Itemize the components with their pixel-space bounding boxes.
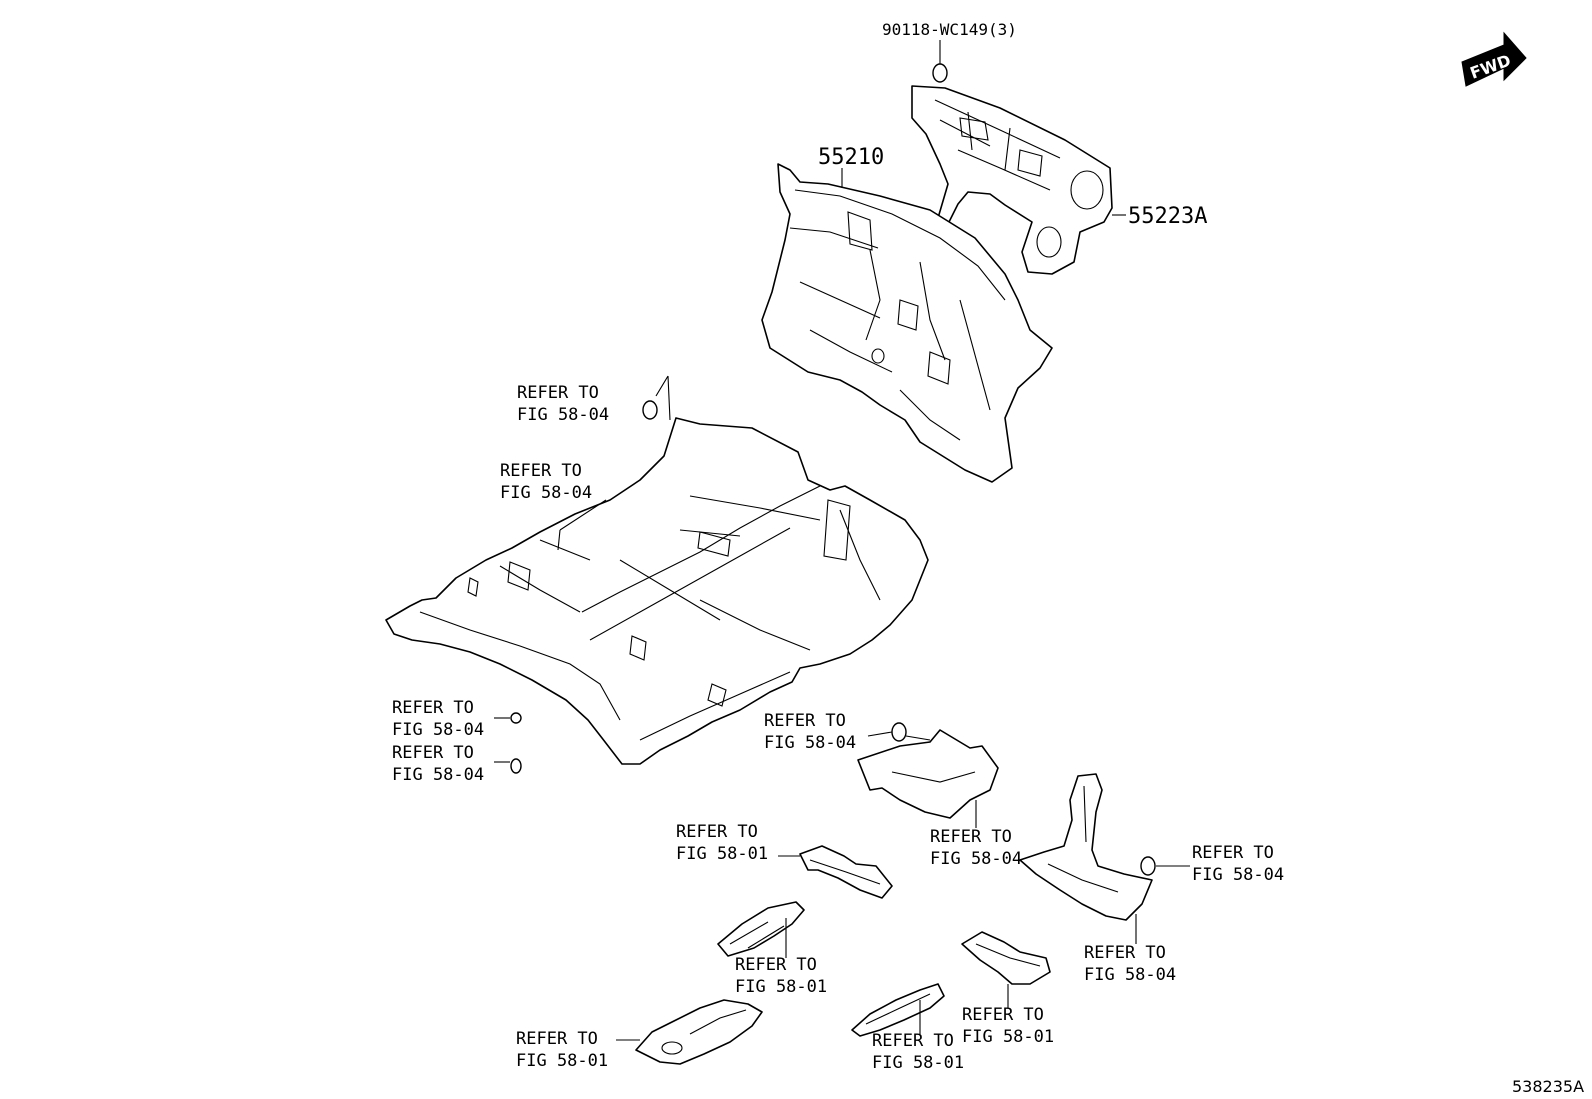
callout-6: REFER TO FIG 58-04 bbox=[930, 827, 1022, 869]
callout-3: REFER TO FIG 58-04 bbox=[392, 698, 484, 740]
small-pad-4 bbox=[851, 983, 945, 1037]
fwd-arrow-badge: FWD bbox=[1461, 31, 1527, 87]
small-pad-5-part bbox=[961, 931, 1051, 1008]
clip-part-number: 90118-WC149(3) bbox=[882, 20, 1017, 39]
svg-text:REFER TO: REFER TO bbox=[676, 822, 758, 842]
small-pad-2 bbox=[717, 901, 805, 957]
svg-text:REFER TO: REFER TO bbox=[735, 955, 817, 975]
floor-clip-fastener-top bbox=[642, 400, 658, 420]
svg-text:FIG 58-01: FIG 58-01 bbox=[516, 1051, 608, 1071]
floor-carpet-panel bbox=[385, 417, 929, 765]
pad-clip-fastener bbox=[891, 722, 907, 742]
side-cover-clip-fastener bbox=[1140, 856, 1156, 876]
svg-text:REFER TO: REFER TO bbox=[872, 1031, 954, 1051]
pad-round-hole bbox=[661, 1041, 683, 1055]
svg-text:REFER TO: REFER TO bbox=[1192, 843, 1274, 863]
svg-text:FIG 58-04: FIG 58-04 bbox=[500, 483, 592, 503]
dash-insulator-part: 55210 bbox=[761, 145, 1053, 483]
fwd-arrow-icon bbox=[1461, 31, 1527, 87]
callout-11: REFER TO FIG 58-01 bbox=[962, 1005, 1054, 1047]
svg-text:REFER TO: REFER TO bbox=[392, 698, 474, 718]
callout-8: REFER TO FIG 58-04 bbox=[1084, 943, 1176, 985]
small-pad-2-part bbox=[717, 901, 805, 958]
svg-text:REFER TO: REFER TO bbox=[517, 383, 599, 403]
silencer-round-hole bbox=[1070, 170, 1104, 210]
callout-10: REFER TO FIG 58-01 bbox=[735, 955, 827, 997]
svg-text:FIG 58-01: FIG 58-01 bbox=[676, 844, 768, 864]
dash-insulator-panel bbox=[761, 163, 1053, 483]
center-floor-pad-part bbox=[857, 722, 999, 828]
callout-12: REFER TO FIG 58-01 bbox=[516, 1029, 608, 1071]
small-pad-3-part bbox=[616, 999, 763, 1065]
svg-text:FIG 58-04: FIG 58-04 bbox=[392, 765, 484, 785]
svg-text:FIG 58-04: FIG 58-04 bbox=[930, 849, 1022, 869]
svg-text:FIG 58-04: FIG 58-04 bbox=[517, 405, 609, 425]
callout-9: REFER TO FIG 58-01 bbox=[676, 822, 768, 864]
svg-text:REFER TO: REFER TO bbox=[392, 743, 474, 763]
svg-text:REFER TO: REFER TO bbox=[516, 1029, 598, 1049]
floor-grommet-fastener bbox=[510, 758, 522, 774]
callout-7: REFER TO FIG 58-04 bbox=[1192, 843, 1284, 885]
dash-silencer-part-number: 55223A bbox=[1128, 204, 1207, 229]
floor-carpet-part bbox=[385, 417, 929, 765]
dash-insulator-part-number: 55210 bbox=[818, 145, 884, 170]
svg-text:REFER TO: REFER TO bbox=[764, 711, 846, 731]
callout-4: REFER TO FIG 58-04 bbox=[392, 743, 484, 785]
small-pad-1-part bbox=[778, 845, 893, 899]
callout-2: REFER TO FIG 58-04 bbox=[500, 461, 592, 503]
svg-text:FIG 58-04: FIG 58-04 bbox=[1192, 865, 1284, 885]
svg-text:FIG 58-01: FIG 58-01 bbox=[735, 977, 827, 997]
svg-text:FIG 58-04: FIG 58-04 bbox=[392, 720, 484, 740]
figure-id: 538235A bbox=[1512, 1077, 1584, 1096]
dash-silencer-part: 90118-WC149(3) 55223A bbox=[882, 20, 1207, 275]
svg-text:REFER TO: REFER TO bbox=[962, 1005, 1044, 1025]
small-pad-5 bbox=[961, 931, 1051, 985]
svg-text:REFER TO: REFER TO bbox=[930, 827, 1012, 847]
svg-text:FIG 58-01: FIG 58-01 bbox=[872, 1053, 964, 1073]
small-pad-4-part bbox=[851, 983, 945, 1037]
callout-1: REFER TO FIG 58-04 bbox=[517, 383, 609, 425]
center-floor-pad bbox=[857, 729, 999, 819]
right-side-cover bbox=[1019, 773, 1153, 921]
svg-text:FIG 58-04: FIG 58-04 bbox=[764, 733, 856, 753]
svg-text:FIG 58-04: FIG 58-04 bbox=[1084, 965, 1176, 985]
clip-fastener bbox=[932, 63, 948, 83]
svg-text:REFER TO: REFER TO bbox=[500, 461, 582, 481]
svg-text:FIG 58-01: FIG 58-01 bbox=[962, 1027, 1054, 1047]
small-pad-3 bbox=[635, 999, 763, 1065]
callout-13: REFER TO FIG 58-01 bbox=[872, 1031, 964, 1073]
callout-5: REFER TO FIG 58-04 bbox=[764, 711, 856, 753]
svg-text:REFER TO: REFER TO bbox=[1084, 943, 1166, 963]
floor-bolt-fastener bbox=[510, 712, 522, 724]
right-side-cover-part bbox=[1019, 773, 1190, 944]
